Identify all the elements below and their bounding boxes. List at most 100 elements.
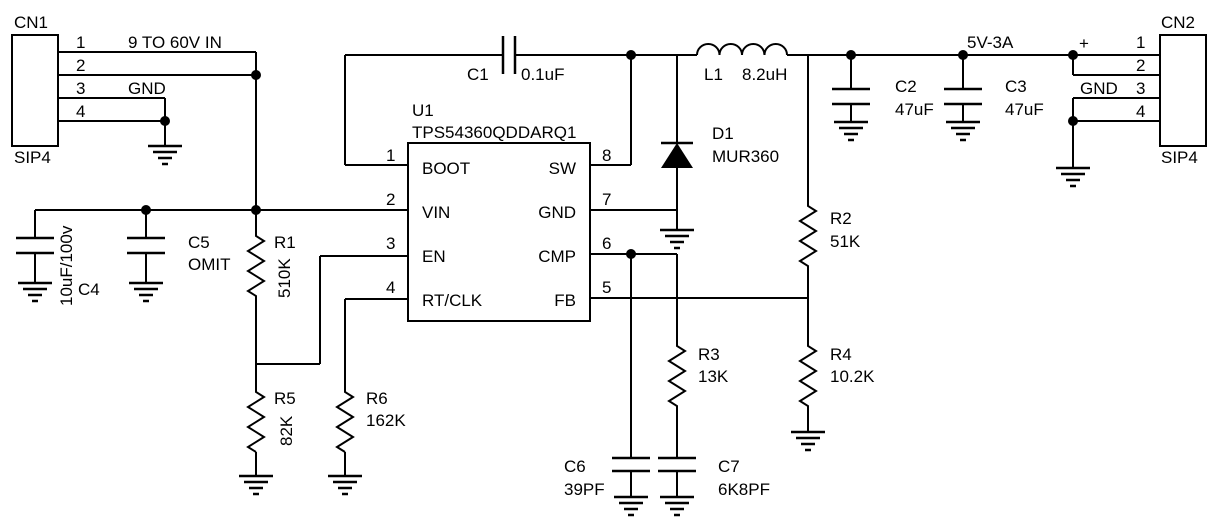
u1-part: TPS54360QDDARQ1 (412, 123, 576, 142)
r6-value: 162K (366, 411, 406, 430)
u1-pin-name: CMP (538, 247, 576, 266)
ground-symbol (832, 120, 870, 142)
cn2-pin-3: 3 (1136, 79, 1145, 98)
u1-ref: U1 (412, 101, 434, 120)
resistor-r5: R5 82K (237, 386, 296, 496)
ground-symbol (612, 495, 650, 517)
d1-ref: D1 (712, 124, 734, 143)
u1-pin-name: BOOT (422, 159, 470, 178)
cn2-pin-4: 4 (1136, 102, 1145, 121)
inductor-l1: L1 8.2uH (696, 43, 788, 84)
c6-value: 39PF (564, 480, 605, 499)
u1-pin-num: 3 (386, 234, 395, 253)
c7-value: 6K8PF (718, 480, 770, 499)
connector-cn2: CN2 SIP4 1 2 3 4 5V-3A + GND (967, 13, 1207, 188)
ground-symbol (658, 228, 696, 250)
junction-dot (1068, 116, 1078, 126)
cn2-plus-label: + (1079, 34, 1089, 53)
ic-u1: U1 TPS54360QDDARQ1 1 2 3 4 BOOT VIN EN R… (386, 101, 611, 322)
capacitor-c6: C6 39PF (564, 456, 650, 517)
capacitor-c3: C3 47uF (944, 77, 1044, 142)
junction-dot (141, 205, 151, 215)
l1-ref: L1 (704, 65, 723, 84)
r4-ref: R4 (830, 345, 852, 364)
u1-pin-num: 2 (386, 190, 395, 209)
junction-dot (251, 205, 261, 215)
r1-value: 510K (275, 258, 294, 298)
junction-dot (251, 70, 261, 80)
junction-dot (160, 116, 170, 126)
c3-ref: C3 (1005, 77, 1027, 96)
ground-symbol (146, 144, 184, 166)
r6-ref: R6 (366, 389, 388, 408)
r5-value: 82K (277, 415, 296, 446)
c5-ref: C5 (188, 233, 210, 252)
r3-ref: R3 (698, 345, 720, 364)
cn1-gnd-label: GND (128, 79, 166, 98)
r1-ref: R1 (274, 233, 296, 252)
l1-value: 8.2uH (742, 65, 787, 84)
r2-value: 51K (830, 232, 861, 251)
ground-symbol (944, 120, 982, 142)
junction-dot (846, 50, 856, 60)
u1-pin-name: RT/CLK (422, 291, 483, 310)
c3-value: 47uF (1005, 100, 1044, 119)
ic-u1-body (407, 142, 591, 322)
junction-dot (626, 50, 636, 60)
capacitor-c2: C2 47uF (832, 77, 934, 142)
d1-value: MUR360 (712, 147, 779, 166)
c4-value: 10uF/100v (57, 225, 76, 306)
capacitor-c4: C4 10uF/100v (16, 225, 100, 306)
junction-dot (626, 249, 636, 259)
wires (34, 51, 1160, 497)
cn2-ref: CN2 (1161, 13, 1195, 32)
cn1-vin-label: 9 TO 60V IN (128, 33, 222, 52)
cn2-pin-2: 2 (1136, 56, 1145, 75)
c2-value: 47uF (895, 100, 934, 119)
diode-d1: D1 MUR360 (658, 124, 779, 250)
c2-ref: C2 (895, 77, 917, 96)
ground-symbol (658, 495, 696, 517)
junction-dot (1068, 50, 1078, 60)
u1-pin-name: EN (422, 247, 446, 266)
ground-symbol (1054, 166, 1092, 188)
capacitor-c7: C7 6K8PF (658, 456, 770, 517)
c4-ref: C4 (78, 280, 100, 299)
u1-pin-num: 8 (602, 146, 611, 165)
cn1-type: SIP4 (14, 148, 51, 167)
ground-symbol (789, 430, 827, 452)
cn2-vout-label: 5V-3A (967, 33, 1014, 52)
cn2-gnd-label: GND (1080, 79, 1118, 98)
capacitor-c5: C5 OMIT (127, 233, 231, 303)
cn1-pin-4: 4 (76, 102, 85, 121)
u1-pin-name: SW (549, 159, 576, 178)
connector-cn1-body (11, 34, 59, 147)
cn2-type: SIP4 (1161, 148, 1198, 167)
capacitor-c1: C1 0.1uF (467, 36, 564, 84)
junction-dot (958, 50, 968, 60)
resistor-r3: R3 13K (667, 340, 729, 408)
diode-d1-body (661, 143, 693, 168)
c1-ref: C1 (467, 65, 489, 84)
r5-ref: R5 (274, 389, 296, 408)
junctions (141, 50, 1078, 259)
connector-cn2-body (1159, 34, 1207, 147)
cn1-pin-1: 1 (76, 33, 85, 52)
u1-pin-num: 4 (386, 278, 395, 297)
cn2-pin-1: 1 (1136, 33, 1145, 52)
cn1-pin-3: 3 (76, 79, 85, 98)
c7-ref: C7 (718, 457, 740, 476)
r4-value: 10.2K (830, 367, 875, 386)
u1-pin-name: FB (554, 291, 576, 310)
ground-symbol (16, 281, 54, 303)
cn1-pin-2: 2 (76, 56, 85, 75)
resistor-r6: R6 162K (326, 386, 406, 496)
ground-symbol (237, 474, 275, 496)
r2-ref: R2 (830, 209, 852, 228)
u1-pin-num: 6 (602, 234, 611, 253)
u1-pin-name: GND (538, 203, 576, 222)
resistor-r1: R1 510K (246, 232, 296, 300)
resistor-r4: R4 10.2K (789, 340, 875, 452)
u1-pin-num: 5 (602, 278, 611, 297)
